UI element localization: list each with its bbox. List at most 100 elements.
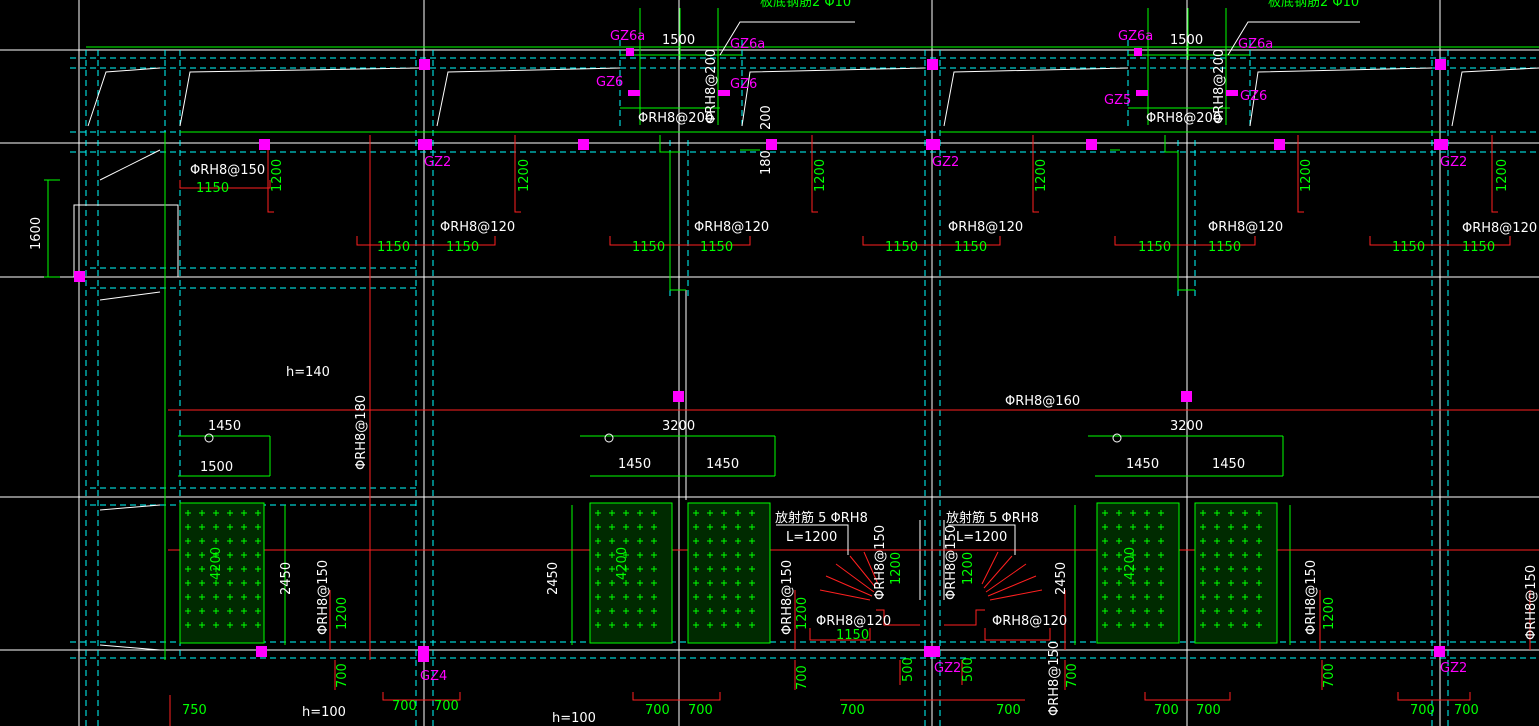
hatch-mark [1130, 524, 1136, 530]
hatch-mark [241, 552, 247, 558]
hatch-mark [637, 580, 643, 586]
hatch-mark [721, 622, 727, 628]
hatch-mark [1214, 594, 1220, 600]
hatch-mark [1200, 510, 1206, 516]
hatch-mark [1102, 608, 1108, 614]
hatch-mark [623, 510, 629, 516]
dim-1150: 1150 [700, 240, 733, 255]
rebar-label: ΦRH8@150 [944, 525, 959, 600]
col-label-gz6: GZ6 [596, 75, 623, 90]
hatch-mark [651, 510, 657, 516]
hatch-mark [1242, 552, 1248, 558]
col-label-gz2: GZ2 [934, 661, 961, 676]
dim-4200: 4200 [1123, 547, 1138, 580]
hatch-mark [735, 566, 741, 572]
hatch-mark [255, 622, 261, 628]
hatch-mark [1256, 580, 1262, 586]
column-marker [626, 48, 634, 56]
hatch-mark [637, 510, 643, 516]
dim-700: 700 [1154, 703, 1179, 718]
hatch-mark [1116, 608, 1122, 614]
hatch-mark [241, 580, 247, 586]
hatch-mark [1200, 524, 1206, 530]
dim-180: 180 [759, 150, 774, 175]
dim-700: 700 [645, 703, 670, 718]
hatch-mark [1214, 510, 1220, 516]
col-label-gz6a: GZ6a [1238, 37, 1273, 52]
column-marker [673, 391, 684, 402]
hatch-mark [707, 524, 713, 530]
hatch-mark [1130, 538, 1136, 544]
hatch-mark [721, 510, 727, 516]
hatch-mark [651, 566, 657, 572]
dim-1150: 1150 [836, 628, 869, 643]
dim-1150: 1150 [1138, 240, 1171, 255]
hatch-mark [1242, 524, 1248, 530]
hatch-mark [693, 552, 699, 558]
hatch-mark [227, 510, 233, 516]
dim-1450: 1450 [706, 457, 739, 472]
hatch-mark [651, 608, 657, 614]
hatch-mark [1200, 538, 1206, 544]
dim-2450: 2450 [1054, 562, 1069, 595]
hatch-mark [637, 566, 643, 572]
hatch-pattern [185, 510, 1262, 628]
column-marker [256, 646, 267, 657]
hatch-mark [609, 622, 615, 628]
hatch-mark [609, 552, 615, 558]
hatch-mark [595, 538, 601, 544]
col-label-gz5: GZ5 [1104, 93, 1131, 108]
dim-700: 700 [1410, 703, 1435, 718]
slab-thickness: h=100 [552, 711, 596, 726]
hatch-mark [199, 580, 205, 586]
hatch-mark [609, 566, 615, 572]
hatch-mark [595, 524, 601, 530]
hatch-mark [623, 622, 629, 628]
hatch-mark [707, 580, 713, 586]
hatch-mark [1158, 510, 1164, 516]
hatch-mark [1158, 552, 1164, 558]
hatch-mark [623, 580, 629, 586]
hatch-mark [651, 524, 657, 530]
hatch-mark [609, 538, 615, 544]
hatch-mark [1144, 538, 1150, 544]
hatch-mark [1102, 552, 1108, 558]
note-top-right: 板底钢筋2 Φ10 [1268, 0, 1359, 10]
column-marker [1226, 90, 1238, 96]
hatch-mark [1158, 622, 1164, 628]
hatch-mark [1214, 608, 1220, 614]
hatch-mark [199, 594, 205, 600]
hatch-mark [595, 622, 601, 628]
hatch-mark [707, 622, 713, 628]
hatch-mark [1116, 538, 1122, 544]
column-marker [418, 646, 429, 662]
hatched-regions [179, 502, 1278, 644]
hatch-mark [595, 510, 601, 516]
rebar-label: ΦRH8@200 [1146, 111, 1221, 126]
hatch-mark [749, 580, 755, 586]
stair-rebar-length: L=1200 [956, 530, 1007, 545]
hatch-mark [1214, 552, 1220, 558]
hatch-mark [227, 552, 233, 558]
dim-1200: 1200 [1322, 597, 1337, 630]
hatch-mark [1102, 538, 1108, 544]
hatch-mark [185, 538, 191, 544]
hatch-mark [227, 538, 233, 544]
dim-1150: 1150 [1462, 240, 1495, 255]
hatch-mark [637, 538, 643, 544]
hatch-mark [749, 566, 755, 572]
hatch-mark [721, 608, 727, 614]
hatch-mark [255, 566, 261, 572]
hatch-mark [1116, 510, 1122, 516]
hatch-mark [1228, 580, 1234, 586]
rebar-label: ΦRH8@120 [694, 220, 769, 235]
hatch-mark [651, 580, 657, 586]
hatch-mark [651, 622, 657, 628]
stair-rebar-length: L=1200 [786, 530, 837, 545]
dim-700: 700 [1065, 663, 1080, 688]
hatch-mark [1102, 510, 1108, 516]
hatch-mark [595, 580, 601, 586]
hatch-mark [749, 594, 755, 600]
hatch-mark [185, 552, 191, 558]
